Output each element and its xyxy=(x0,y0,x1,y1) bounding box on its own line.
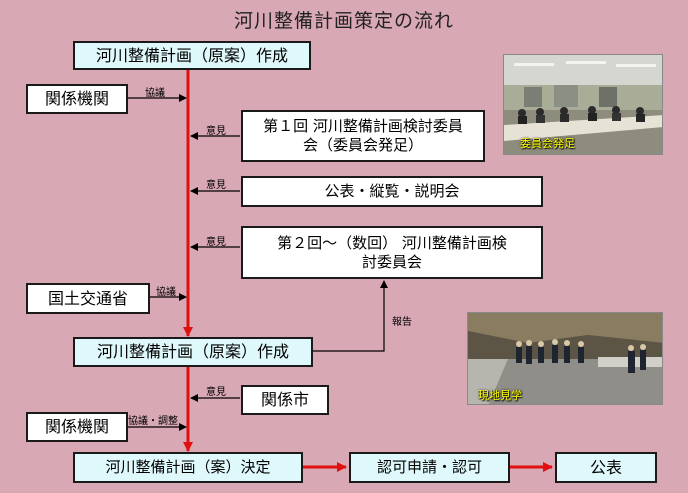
kyogi-label-1: 協議 xyxy=(145,84,165,99)
kokudo-kotsusho-box: 国土交通省 xyxy=(26,283,150,314)
site-visit-photo: 現地見学 xyxy=(467,312,663,405)
hokoku-arrow xyxy=(313,281,384,351)
kankei-shi-box: 関係市 xyxy=(241,385,329,415)
kankei-kikan-box-1: 関係機関 xyxy=(26,84,128,114)
iinkai-1-box: 第１回 河川整備計画検討委員会（委員会発足） xyxy=(241,110,485,162)
iken-label-1: 意見 xyxy=(206,122,226,137)
kyogi-label-2: 協議 xyxy=(156,283,176,298)
draft-creation-box-1: 河川整備計画（原案）作成 xyxy=(73,41,311,70)
ninka-shinsei-box: 認可申請・認可 xyxy=(349,452,510,483)
iken-label-2: 意見 xyxy=(206,176,226,191)
koho-setsumeikai-box: 公表・縦覧・説明会 xyxy=(241,176,543,207)
iken-label-3: 意見 xyxy=(206,233,226,248)
committee-photo-caption: 委員会発足 xyxy=(520,135,575,151)
kohyo-box: 公表 xyxy=(555,452,657,483)
plan-decision-box: 河川整備計画（案）決定 xyxy=(73,452,303,483)
kankei-kikan-box-2: 関係機関 xyxy=(26,412,128,442)
kyogi-chosei-label: 協議・調整 xyxy=(128,412,178,427)
committee-meeting-photo: 委員会発足 xyxy=(503,54,663,155)
draft-creation-box-2: 河川整備計画（原案）作成 xyxy=(73,337,313,367)
hokoku-label: 報告 xyxy=(392,313,412,328)
iken-label-4: 意見 xyxy=(206,383,226,398)
iinkai-2-box: 第２回～（数回） 河川整備計画検討委員会 xyxy=(241,226,543,279)
site-visit-photo-caption: 現地見学 xyxy=(478,387,522,403)
